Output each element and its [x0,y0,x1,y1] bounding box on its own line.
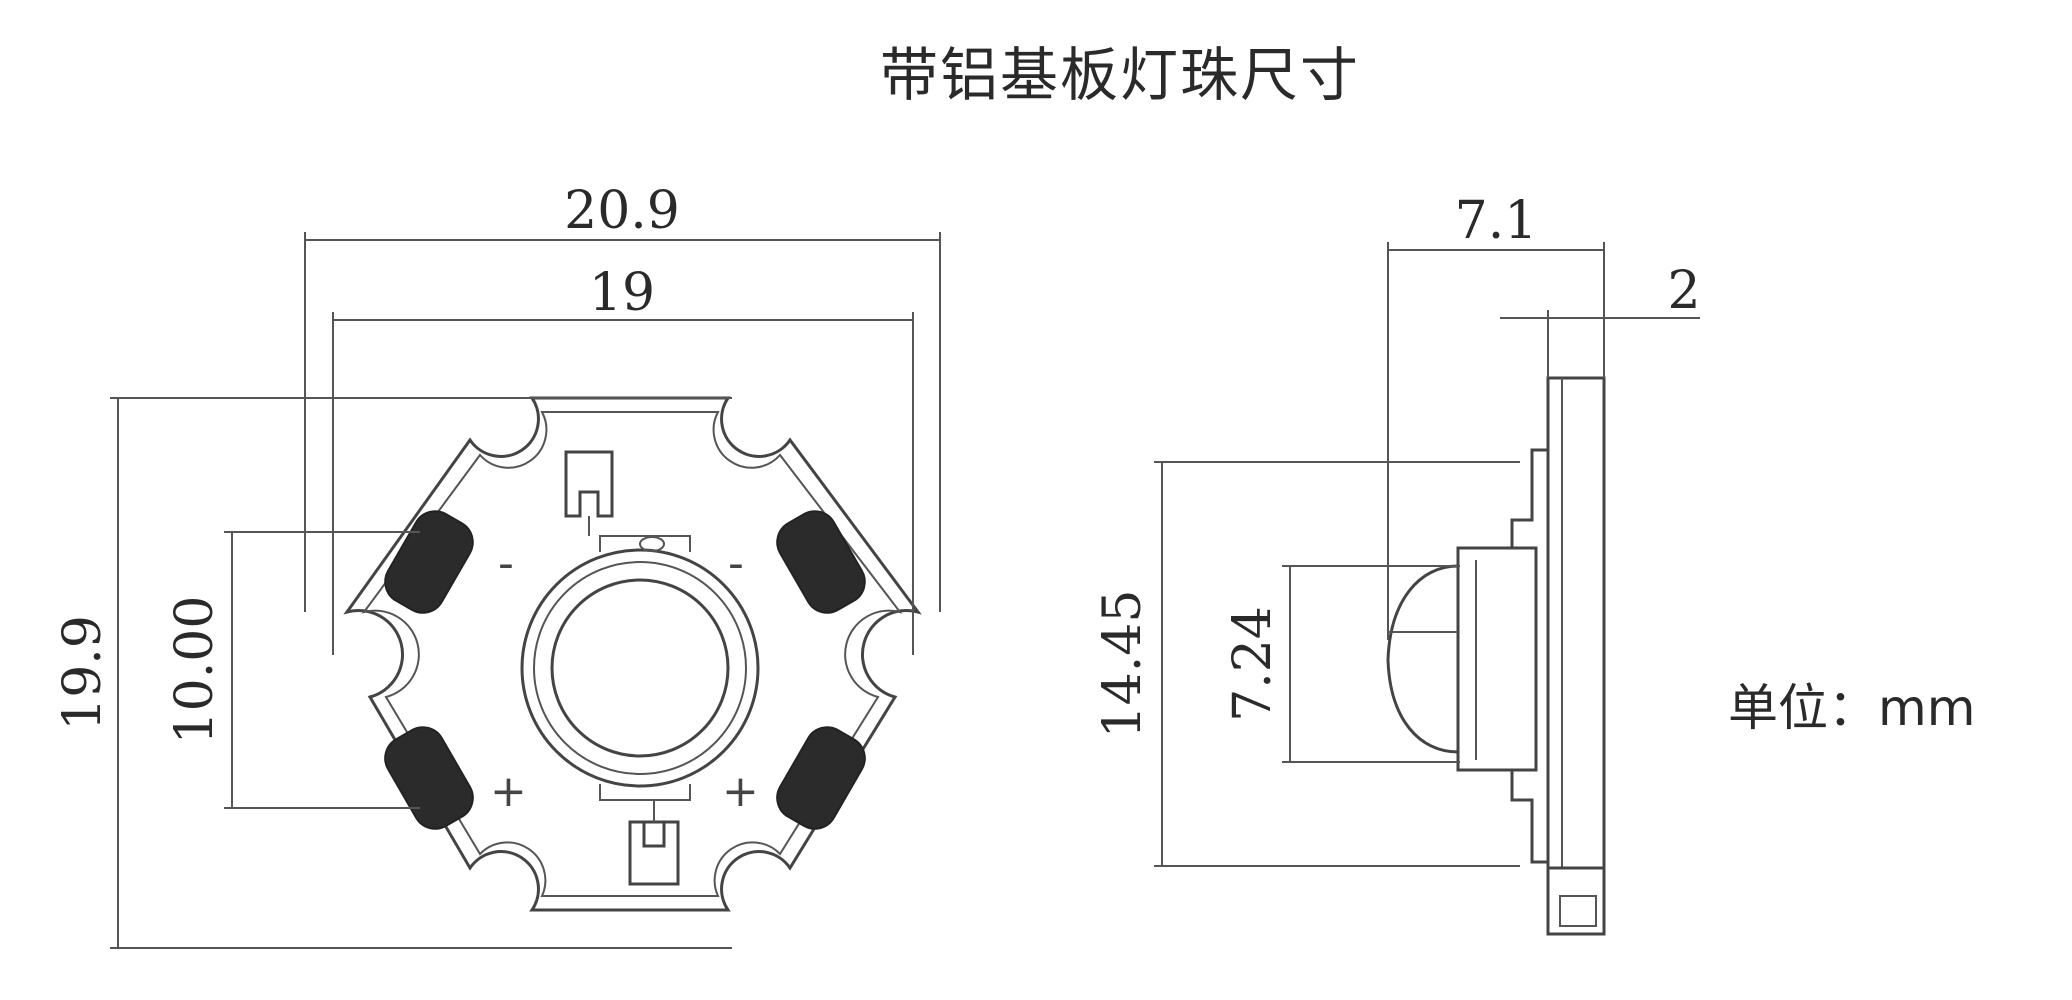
dim-pad-width: 19 [589,263,655,323]
solder-pad-bottom-right [776,726,866,830]
solder-pad-bottom-left [384,726,474,830]
board-bottom-tab-inner [1559,895,1597,927]
led-middle-ring [533,561,747,775]
led-bottom-tab [599,784,691,801]
dim-depth: 7.1 [1455,191,1538,251]
top-electrode-tab [564,450,614,518]
front-view: - - + + 20.9 19 19.9 10.00 [53,181,941,949]
solder-pad-top-left [384,510,474,614]
polarity-minus-left: - [498,538,514,589]
star-board-inner-outline [361,411,903,897]
polarity-minus-right: - [728,538,744,589]
led-housing-front [1456,546,1536,772]
led-anode-tab [599,535,691,552]
led-lens [550,578,730,758]
led-outer-ring [520,548,760,788]
side-view: 7.1 2 14.45 7.24 [1093,191,1701,936]
polarity-plus-left: + [490,766,527,817]
board-bottom-tab [1546,866,1606,936]
dim-pad-spacing: 10.00 [165,596,225,745]
dim-overall-width: 20.9 [564,181,680,241]
dim-overall-height: 19.9 [53,615,113,731]
page-title: 带铝基板灯珠尺寸 [880,41,1361,109]
unit-label: 单位：mm [1728,679,1976,737]
dim-board-thickness: 2 [1667,261,1700,321]
polarity-plus-right: + [722,766,759,817]
lens-dome [1386,564,1459,754]
dim-body-height: 14.45 [1093,590,1153,739]
aluminum-board [1546,376,1606,870]
dim-lens-height: 7.24 [1223,606,1283,722]
cathode-mark [639,536,665,552]
bottom-electrode-tab [628,820,680,886]
led-housing [1510,448,1548,864]
solder-pad-top-right [776,510,866,614]
star-board-outline [343,396,922,912]
